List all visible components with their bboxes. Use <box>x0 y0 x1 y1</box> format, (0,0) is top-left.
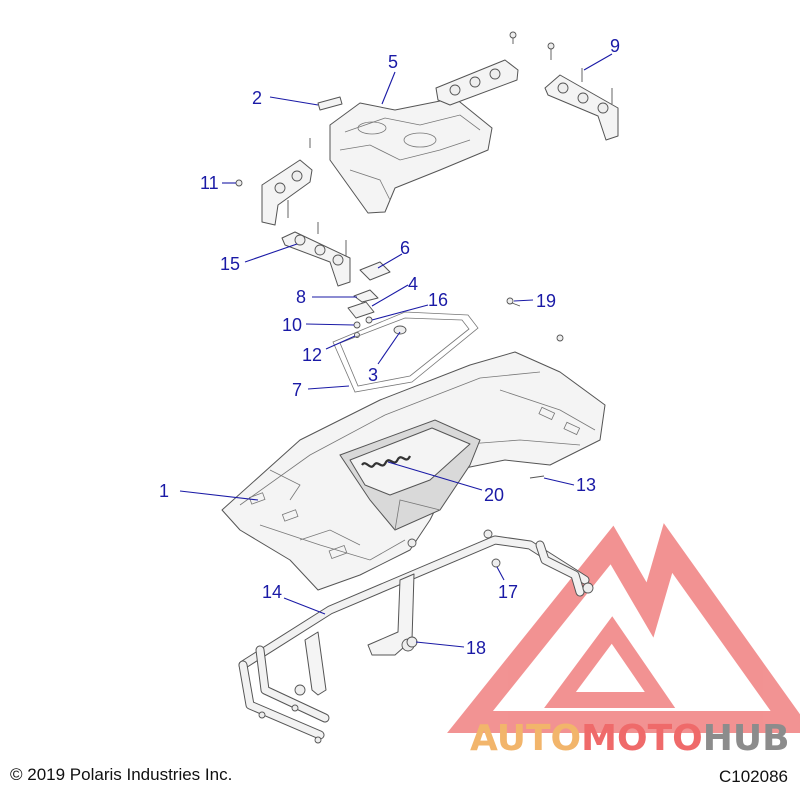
callout-5: 5 <box>388 52 398 72</box>
leader-14 <box>283 597 326 615</box>
callout-3: 3 <box>368 365 378 385</box>
leader-15 <box>244 243 298 263</box>
leader-10 <box>305 323 355 326</box>
leader-20 <box>387 461 483 491</box>
callout-8: 8 <box>296 287 306 307</box>
callout-13: 13 <box>576 475 596 495</box>
callout-9: 9 <box>610 36 620 56</box>
part-16-screw <box>365 316 373 324</box>
part-8-latch-clip <box>353 289 379 303</box>
callout-labels: 1 2 3 4 5 6 7 8 9 10 11 12 13 14 15 16 1… <box>159 36 620 658</box>
part-13-clip <box>529 475 545 479</box>
part-17-nut <box>491 558 501 568</box>
leader-19 <box>513 299 534 302</box>
part-15-bracket <box>281 222 351 287</box>
part-4-latch-plate <box>347 301 375 319</box>
callout-1: 1 <box>159 481 169 501</box>
callout-12: 12 <box>302 345 322 365</box>
figure-code: C102086 <box>718 767 788 786</box>
callout-2: 2 <box>252 88 262 108</box>
callout-4: 4 <box>408 274 418 294</box>
callout-7: 7 <box>292 380 302 400</box>
part-19-bolt <box>506 297 564 342</box>
leader-3 <box>377 331 401 365</box>
callout-19: 19 <box>536 291 556 311</box>
leader-12 <box>325 335 356 350</box>
part-3-grommet <box>393 325 407 335</box>
part-5-upper-rack <box>329 97 493 214</box>
callout-11: 11 <box>200 173 219 193</box>
callout-10: 10 <box>282 315 302 335</box>
wordmark-moto: MOTO <box>581 718 703 759</box>
callout-20: 20 <box>484 485 504 505</box>
part-20-coil-spring <box>361 455 412 468</box>
part-1-rear-rack <box>221 351 606 591</box>
leader-13 <box>543 477 575 486</box>
automotohub-wordmark: AUTOMOTOHUB <box>470 718 790 759</box>
leader-17 <box>496 566 505 581</box>
svg-text:AUTOMOTOHUB: AUTOMOTOHUB <box>470 718 790 759</box>
leader-9 <box>583 53 613 71</box>
automotohub-watermark-logo <box>447 523 800 733</box>
leader-6 <box>377 253 403 269</box>
leader-1 <box>179 490 259 501</box>
leader-4 <box>371 284 409 307</box>
part-2-decal <box>317 96 343 111</box>
callout-14: 14 <box>262 582 282 602</box>
part-9-bracket-right <box>544 42 619 141</box>
callout-16: 16 <box>428 290 448 310</box>
part-11-bracket-left <box>235 138 313 226</box>
leader-2 <box>269 96 319 106</box>
callout-15: 15 <box>220 254 240 274</box>
leader-5 <box>381 71 396 105</box>
leader-lines <box>179 53 613 648</box>
callout-18: 18 <box>466 638 486 658</box>
part-14-rack-frame <box>238 529 594 744</box>
wordmark-auto: AUTO <box>470 718 581 759</box>
leader-16 <box>371 304 429 321</box>
part-7-gasket <box>332 311 479 393</box>
callout-6: 6 <box>400 238 410 258</box>
leader-18 <box>415 641 465 648</box>
part-10-screw <box>353 321 361 329</box>
part-6-latch <box>359 261 391 281</box>
part-18-bolt <box>406 636 418 648</box>
wordmark-hub: HUB <box>703 718 790 759</box>
callout-17: 17 <box>498 582 518 602</box>
copyright-notice: © 2019 Polaris Industries Inc. <box>10 765 233 784</box>
part-bracket-top-center <box>435 31 519 106</box>
leader-7 <box>307 385 350 390</box>
